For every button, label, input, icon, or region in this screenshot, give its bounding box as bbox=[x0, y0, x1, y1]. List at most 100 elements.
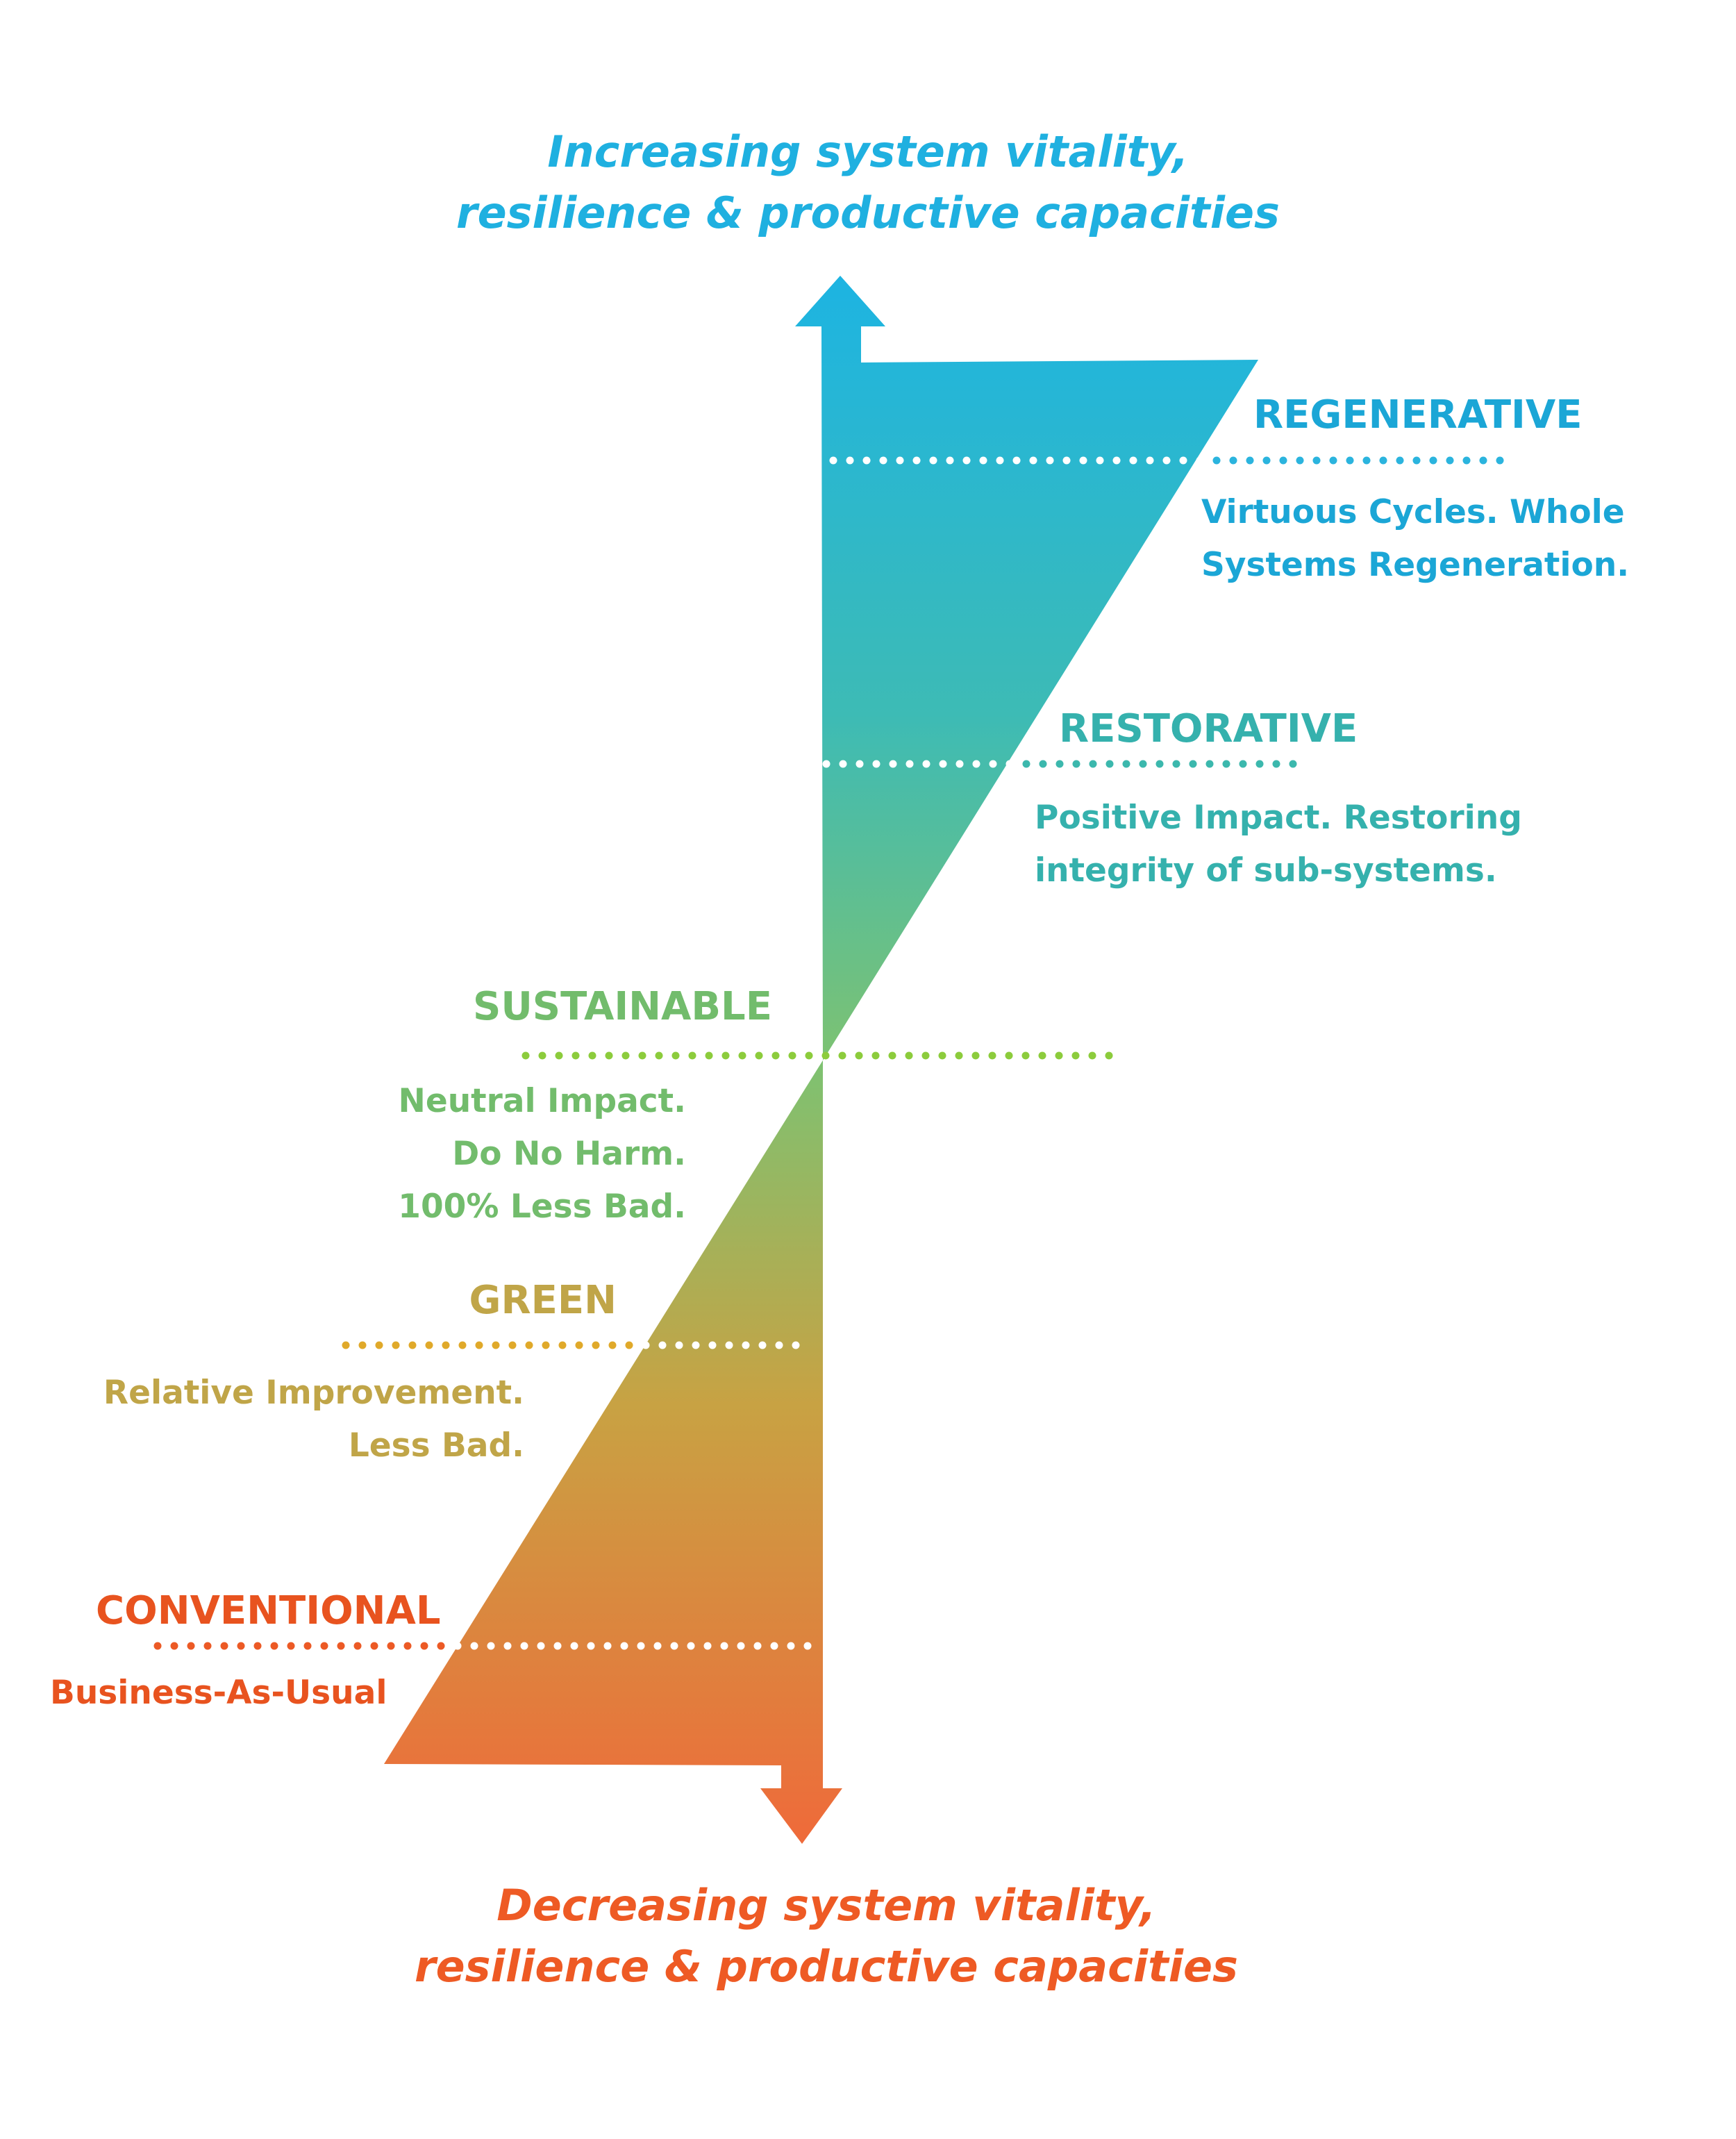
divider-dot bbox=[1038, 1051, 1046, 1060]
divider-dot bbox=[946, 456, 954, 465]
divider-green bbox=[342, 1341, 800, 1349]
divider-dot bbox=[720, 1642, 728, 1650]
divider-dot bbox=[1172, 760, 1180, 768]
divider-dot bbox=[1289, 760, 1297, 768]
divider-dot bbox=[1162, 456, 1171, 465]
divider-dot bbox=[592, 1341, 600, 1349]
divider-dot bbox=[1139, 760, 1147, 768]
divider-dot bbox=[370, 1642, 378, 1650]
divider-dot bbox=[862, 456, 871, 465]
spectrum-gradient-shape bbox=[384, 276, 1258, 1844]
divider-dot bbox=[1096, 456, 1104, 465]
divider-dot bbox=[542, 1341, 550, 1349]
divider-dot bbox=[571, 1051, 580, 1060]
level-description-line: Systems Regeneration. bbox=[1201, 546, 1630, 584]
divider-dot bbox=[922, 760, 930, 768]
level-description-line: Less Bad. bbox=[348, 1426, 524, 1465]
divider-dot bbox=[621, 1051, 630, 1060]
divider-dot bbox=[989, 760, 997, 768]
divider-dot bbox=[670, 1642, 678, 1650]
divider-dot bbox=[803, 1642, 812, 1650]
divider-dot bbox=[1189, 760, 1197, 768]
divider-dot bbox=[821, 1051, 830, 1060]
level-description-line: Neutral Impact. bbox=[398, 1082, 686, 1120]
level-description-line: integrity of sub-systems. bbox=[1035, 851, 1497, 890]
divider-dot bbox=[1496, 456, 1504, 465]
divider-dot bbox=[1229, 456, 1237, 465]
divider-dot bbox=[553, 1642, 562, 1650]
divider-dot bbox=[889, 760, 897, 768]
divider-dot bbox=[642, 1341, 650, 1349]
divider-dot bbox=[605, 1051, 613, 1060]
divider-dot bbox=[839, 760, 847, 768]
divider-dot bbox=[905, 1051, 913, 1060]
divider-dot bbox=[270, 1642, 278, 1650]
divider-dot bbox=[742, 1341, 750, 1349]
divider-dot bbox=[1055, 760, 1064, 768]
divider-dot bbox=[387, 1642, 395, 1650]
divider-dot bbox=[1429, 456, 1437, 465]
divider-dot bbox=[872, 760, 880, 768]
divider-dot bbox=[1179, 456, 1187, 465]
divider-dot bbox=[458, 1341, 467, 1349]
divider-dot bbox=[525, 1341, 533, 1349]
level-title-conventional: CONVENTIONAL bbox=[96, 1588, 441, 1633]
divider-dot bbox=[1362, 456, 1371, 465]
divider-dot bbox=[1205, 760, 1214, 768]
divider-dot bbox=[1039, 760, 1047, 768]
divider-dot bbox=[653, 1642, 662, 1650]
divider-dot bbox=[737, 1642, 745, 1650]
divider-dot bbox=[603, 1642, 612, 1650]
divider-dot bbox=[1089, 760, 1097, 768]
divider-conventional bbox=[153, 1642, 812, 1650]
divider-dot bbox=[437, 1642, 445, 1650]
divider-dot bbox=[688, 1051, 696, 1060]
divider-dot bbox=[912, 456, 921, 465]
divider-dot bbox=[705, 1051, 713, 1060]
divider-dot bbox=[1055, 1051, 1063, 1060]
divider-dot bbox=[1005, 760, 1014, 768]
divider-dot bbox=[1072, 760, 1080, 768]
level-title-green: GREEN bbox=[469, 1278, 617, 1323]
divider-dot bbox=[187, 1642, 195, 1650]
divider-dot bbox=[955, 760, 964, 768]
level-description-sustainable: Neutral Impact. Do No Harm. 100% Less Ba… bbox=[398, 1075, 686, 1233]
level-description-conventional: Business-As-Usual bbox=[50, 1667, 387, 1720]
divider-dot bbox=[1062, 456, 1071, 465]
divider-regenerative bbox=[829, 456, 1504, 465]
divider-dot bbox=[555, 1051, 563, 1060]
level-description-line: Relative Improvement. bbox=[103, 1374, 524, 1412]
divider-dot bbox=[675, 1341, 683, 1349]
bottom-caption-line-1: Decreasing system vitality, bbox=[496, 1880, 1156, 1931]
divider-dot bbox=[929, 456, 937, 465]
divider-dot bbox=[755, 1051, 763, 1060]
divider-dot bbox=[203, 1642, 212, 1650]
divider-dot bbox=[637, 1642, 645, 1650]
divider-dot bbox=[588, 1051, 596, 1060]
divider-dot bbox=[1412, 456, 1421, 465]
divider-dot bbox=[1146, 456, 1154, 465]
level-description-regenerative: Virtuous Cycles. Whole Systems Regenerat… bbox=[1201, 486, 1629, 592]
divider-dot bbox=[988, 1051, 996, 1060]
divider-dot bbox=[838, 1051, 846, 1060]
divider-dot bbox=[1255, 760, 1264, 768]
divider-dot bbox=[938, 1051, 946, 1060]
divider-dot bbox=[921, 1051, 930, 1060]
divider-dot bbox=[658, 1341, 667, 1349]
bottom-caption: Decreasing system vitality, resilience &… bbox=[271, 1875, 1382, 1997]
level-description-line: Virtuous Cycles. Whole bbox=[1201, 493, 1625, 531]
divider-dot bbox=[1122, 760, 1130, 768]
divider-dot bbox=[538, 1051, 546, 1060]
level-title-sustainable: SUSTAINABLE bbox=[473, 984, 772, 1029]
divider-dot bbox=[955, 1051, 963, 1060]
divider-dot bbox=[625, 1341, 633, 1349]
divider-dot bbox=[1479, 456, 1487, 465]
divider-dot bbox=[1112, 456, 1121, 465]
divider-dot bbox=[788, 1051, 796, 1060]
divider-dot bbox=[575, 1341, 583, 1349]
bottom-caption-line-2: resilience & productive capacities bbox=[415, 1941, 1238, 1992]
divider-dot bbox=[1239, 760, 1247, 768]
divider-dot bbox=[871, 1051, 880, 1060]
divider-dot bbox=[996, 456, 1004, 465]
